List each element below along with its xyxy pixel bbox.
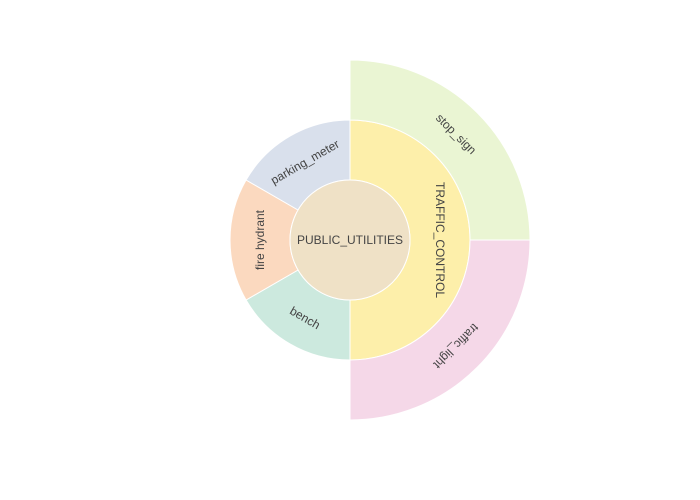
label-public-utilities: PUBLIC_UTILITIES — [297, 233, 403, 247]
label-fire-hydrant: fire hydrant — [253, 209, 267, 270]
chart-segments — [229, 59, 531, 421]
label-traffic-control: TRAFFIC_CONTROL — [433, 182, 447, 298]
segment-stop-sign[interactable] — [349, 59, 531, 241]
segment-traffic-light[interactable] — [349, 239, 531, 421]
segment-public-utilities[interactable] — [289, 179, 411, 301]
